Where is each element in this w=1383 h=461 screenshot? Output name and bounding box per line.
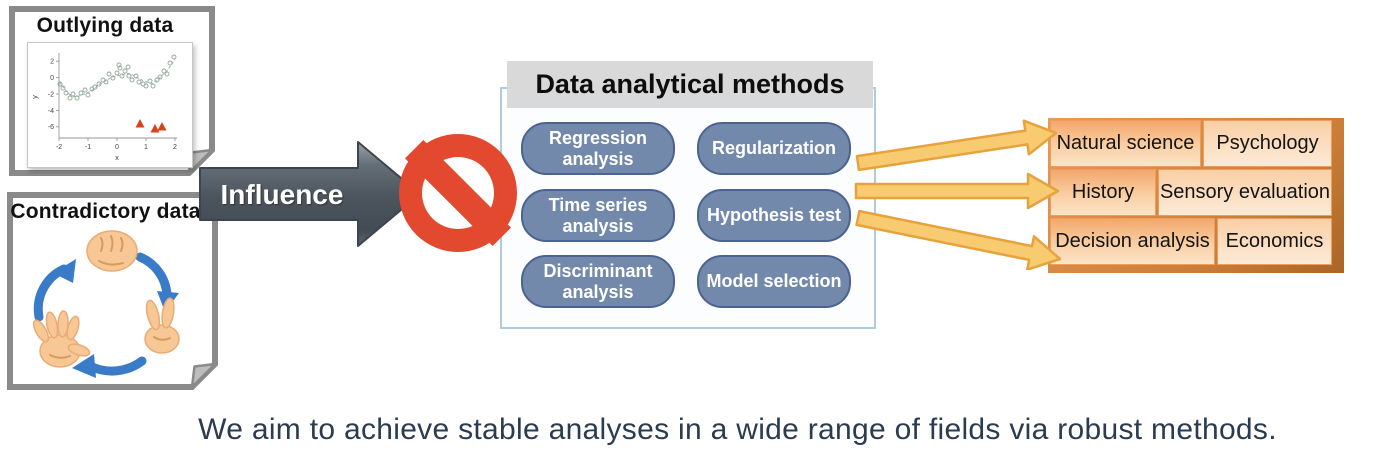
y-tick-labels: 2 0 -2 -4 -6 [48, 59, 54, 132]
field-tile-decision-analysis: Decision analysis [1050, 218, 1215, 265]
influence-label: Influence [221, 179, 344, 210]
field-tile-history: History [1050, 169, 1156, 216]
field-tile-sensory-evaluation: Sensory evaluation [1158, 169, 1332, 216]
method-pill-regularization: Regularization [697, 122, 851, 175]
svg-text:-4: -4 [48, 108, 54, 115]
svg-text:0: 0 [115, 144, 119, 151]
rock-hand-icon [86, 230, 138, 272]
scissors-hand-icon [144, 297, 180, 354]
scatter-plot-icon: 2 0 -2 -4 -6 -2 -1 0 1 2 [30, 53, 177, 162]
methods-panel-title: Data analytical methods [507, 61, 873, 108]
svg-text:0: 0 [50, 75, 54, 82]
x-tick-labels: -2 -1 0 1 2 [56, 144, 177, 151]
no-entry-icon [399, 134, 517, 252]
outlier-triangles [135, 119, 167, 133]
y-axis-label: y [30, 95, 39, 99]
fields-panel: Natural science Psychology History Senso… [1048, 118, 1344, 273]
method-pill-model-selection: Model selection [697, 255, 851, 308]
method-pill-time-series-analysis: Time series analysis [521, 189, 675, 242]
method-pill-discriminant-analysis: Discriminant analysis [521, 255, 675, 308]
method-pill-regression-analysis: Regression analysis [521, 122, 675, 175]
data-points [57, 54, 177, 101]
svg-text:-2: -2 [56, 144, 62, 151]
svg-text:2: 2 [173, 144, 177, 151]
field-tile-natural-science: Natural science [1050, 120, 1201, 167]
svg-text:2: 2 [50, 59, 54, 66]
paper-hand-icon [32, 310, 91, 368]
rock-paper-scissors-cycle-icon [32, 230, 180, 378]
method-pill-hypothesis-test: Hypothesis test [697, 189, 851, 242]
contradictory-data-card: Contradictory data [6, 191, 219, 391]
contradictory-data-title: Contradictory data [10, 200, 201, 223]
link-arrows-icon [854, 119, 1062, 270]
x-axis-label: x [115, 153, 119, 162]
svg-text:1: 1 [144, 144, 148, 151]
field-tile-economics: Economics [1217, 218, 1332, 265]
svg-text:-1: -1 [85, 144, 91, 151]
svg-text:-6: -6 [48, 124, 54, 131]
svg-text:-2: -2 [48, 92, 54, 99]
outlier-scatter-plot: 2 0 -2 -4 -6 -2 -1 0 1 2 [27, 42, 193, 168]
outlying-data-card: Outlying data 2 0 -2 -4 -6 [8, 5, 216, 177]
field-tile-psychology: Psychology [1203, 120, 1332, 167]
caption-text: We aim to achieve stable analyses in a w… [198, 413, 1277, 446]
outlying-data-title: Outlying data [36, 14, 174, 37]
influence-block-arrow: Influence [199, 141, 421, 247]
